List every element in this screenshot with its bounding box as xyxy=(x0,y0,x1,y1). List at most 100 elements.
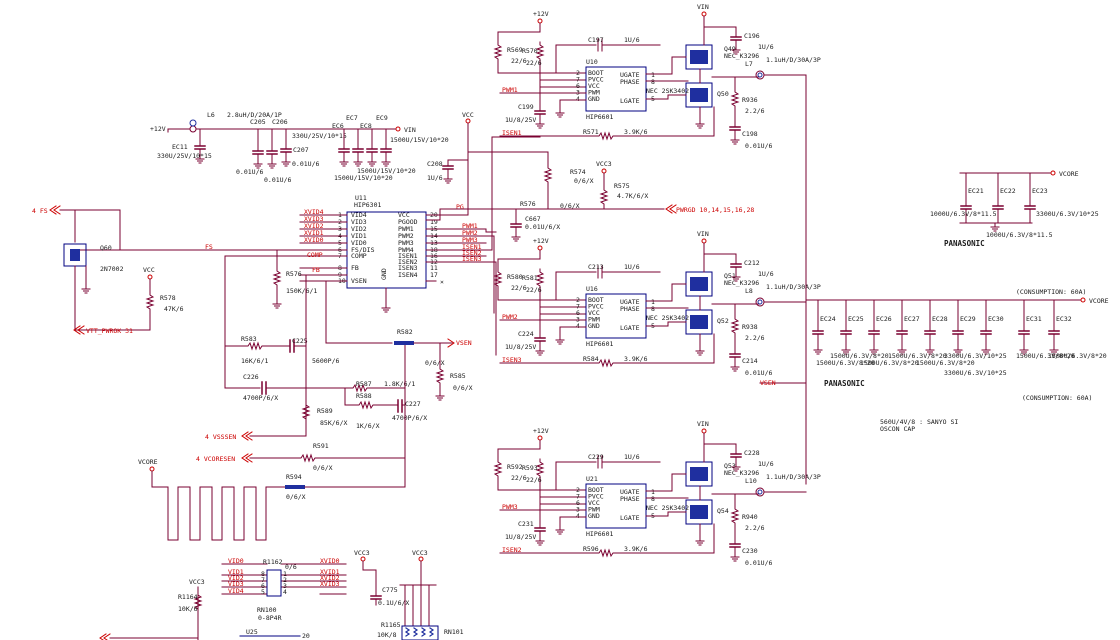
output-inductor-icon xyxy=(755,297,765,307)
u11-pin-label: VSEN xyxy=(351,277,367,285)
plus12-label: +12V xyxy=(533,427,549,435)
driver-pin-number: 1 xyxy=(651,298,655,306)
driver-pin-label: VCC xyxy=(588,499,600,507)
vcc-resistor-ref: R581 xyxy=(522,274,538,282)
u11-pin-number: 17 xyxy=(430,271,438,279)
driver-pin-number: 8 xyxy=(651,495,655,503)
out-val-i: 1500U/6.3V/8*20 xyxy=(916,359,975,367)
bank-val-b: 1000U/6.3V/8*11.5 xyxy=(986,231,1053,239)
r575-value: 4.7K/6/X xyxy=(617,192,648,200)
u11-pin-label: ISEN3 xyxy=(398,264,418,272)
bank-cap-ref: EC21 xyxy=(968,187,984,195)
c226-value: 4700P/6/X xyxy=(243,394,278,402)
u11-ref: U11 xyxy=(355,194,367,202)
output-bank: VSEN VCORE (CONSUMPTION: 60A) (CONSUMPTI… xyxy=(759,74,1109,485)
u11-pin-label: FB xyxy=(351,264,359,272)
c226-ref: C226 xyxy=(243,373,259,381)
c225-value: 5600P/6 xyxy=(312,357,339,365)
vsssen-port: 4 VSSSEN xyxy=(205,433,236,441)
rn100-ref: RN100 xyxy=(257,606,277,614)
u11-pin-label: PWM1 xyxy=(398,225,414,233)
input-cap-value: 1U/6 xyxy=(758,270,774,278)
bank-val-c: 3300U/6.3V/10*25 xyxy=(1036,210,1099,218)
driver-pin-number: 6 xyxy=(576,499,580,507)
snubber-resistor-ref: R936 xyxy=(742,96,758,104)
panasonic-label-bank: PANASONIC xyxy=(944,239,985,248)
u11-pin-label: VID1 xyxy=(351,232,367,240)
c207-value: 0.01U/6 xyxy=(292,160,319,168)
c225-ref: C225 xyxy=(292,337,308,345)
rn100-pin-number: 7 xyxy=(261,576,265,584)
driver-pin-label: BOOT xyxy=(588,69,604,77)
driver-pin-label: UGATE xyxy=(620,488,640,496)
driver-pin-number: 4 xyxy=(576,512,580,520)
out-val-b: 1500U/6.3V/8*20 xyxy=(830,352,889,360)
r587-ref: R587 xyxy=(356,380,372,388)
out-val-g: 1500U/6.3V/8*20 xyxy=(1048,352,1107,360)
u11-pin-label: VID0 xyxy=(351,239,367,247)
pwm-net-label: PWM3 xyxy=(502,503,518,511)
vcc-resistor-value: 22/6 xyxy=(526,476,542,484)
r589-value: 85K/6/X xyxy=(320,419,347,427)
u11-pin-label: PWM2 xyxy=(398,232,414,240)
boot-resistor-ref: R580 xyxy=(507,273,523,281)
l6-inductor-icon xyxy=(189,125,197,133)
pwrgd-net: PWRGD 10,14,15,16,28 xyxy=(676,206,754,214)
c208-ref: C208 xyxy=(427,160,443,168)
vid-net-label: XVID1 xyxy=(304,229,324,237)
high-side-mosfet-ref: Q51 xyxy=(724,272,736,280)
r583-ref: R583 xyxy=(241,335,257,343)
ec8-value-2: 1500U/15V/10*20 xyxy=(334,174,393,182)
boot-resistor-ref: R592 xyxy=(507,463,523,471)
u11-pin-label: VID4 xyxy=(351,211,367,219)
boot-resistor-ref: R569 xyxy=(507,46,523,54)
driver-chip-ref: U16 xyxy=(586,285,598,293)
r587-value: 1.8K/6/1 xyxy=(384,380,415,388)
output-cap-ref: EC30 xyxy=(988,315,1004,323)
pwm-net-label: PWM1 xyxy=(502,86,518,94)
ec9-value: 1500U/15V/10*20 xyxy=(390,136,449,144)
vid-net-left: VID4 xyxy=(228,587,244,595)
snubber-resistor-ref: R940 xyxy=(742,513,758,521)
vin-label: VIN xyxy=(697,3,709,11)
bank-cap-ref: EC22 xyxy=(1000,187,1016,195)
vid-net-right: XVID2 xyxy=(320,574,340,582)
vin-label: VIN xyxy=(697,420,709,428)
input-cap-ref: C196 xyxy=(744,32,760,40)
snubber-cap-value: 0.01U/6 xyxy=(745,369,772,377)
rn100-pin-number: 8 xyxy=(261,570,265,578)
vcc3-label-mid: VCC3 xyxy=(596,160,612,168)
r1164-value: 10K/6 xyxy=(178,605,198,613)
vcc3-label-b: VCC3 xyxy=(354,549,370,557)
driver-chip-body xyxy=(585,483,647,529)
vcc-label-left: VCC xyxy=(143,266,155,274)
vcc-resistor-ref: R570 xyxy=(522,47,538,55)
vsen-port: VSEN xyxy=(456,339,472,347)
r576-ref: R576 xyxy=(520,200,536,208)
output-inductor-ref: L7 xyxy=(745,60,753,68)
r588-value: 1K/6/X xyxy=(356,422,380,430)
output-cap-ref: EC27 xyxy=(904,315,920,323)
high-side-mosfet-part: NEC_K3296 xyxy=(724,469,759,477)
vcc-resistor-ref: R593 xyxy=(522,464,538,472)
r585-ref: R585 xyxy=(450,372,466,380)
r1162-ref: R1162 xyxy=(263,558,283,566)
vcc-cap-ref: C199 xyxy=(518,103,534,111)
ec7-ref: EC7 xyxy=(346,114,358,122)
driver-pin-label: VCC xyxy=(588,82,600,90)
vcc-resistor-value: 22/6 xyxy=(526,286,542,294)
comp-net: COMP xyxy=(307,251,323,259)
c667-ref: C667 xyxy=(525,215,541,223)
low-side-mosfet-ref: Q54 xyxy=(717,507,729,515)
u11-pin-label: ISEN4 xyxy=(398,271,418,279)
driver-pin-label: PHASE xyxy=(620,78,640,86)
fs-net: FS xyxy=(205,243,213,251)
pwm-isen-net-label: ISEN1 xyxy=(462,243,482,251)
